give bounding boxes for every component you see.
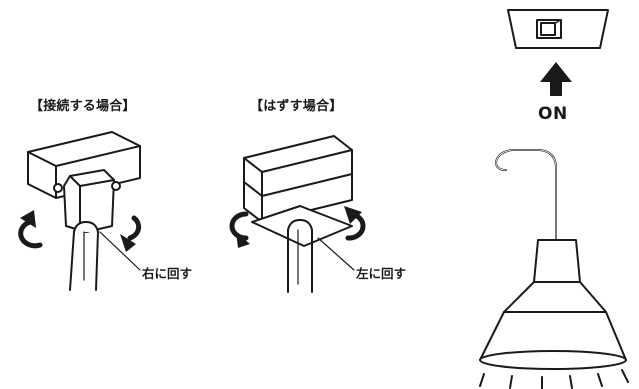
wall-switch-icon [507,9,609,49]
rotate-arrow-icon [344,206,366,241]
switch-illustration [507,9,609,96]
leader-line [99,231,141,271]
connect-heading: 【接続する場合】 [30,99,136,114]
pendant-lamp-icon [479,149,627,370]
connect-illustration [18,131,142,291]
on-label: ON [538,104,568,124]
rotate-arrow-icon [120,215,142,252]
leader-line [317,237,355,271]
up-arrow-icon [540,62,572,96]
rotate-arrow-icon [229,211,250,248]
light-rays-icon [479,369,629,389]
cord-icon [69,221,99,291]
cord-icon [287,219,313,293]
turn-right-label: 右に回す [142,266,193,281]
remove-illustration [229,135,366,293]
turn-left-label: 左に回す [356,266,407,281]
rotate-arrow-icon [18,210,43,249]
remove-heading: 【はずす場合】 [250,99,343,114]
ceiling-rosette-icon [27,131,141,233]
